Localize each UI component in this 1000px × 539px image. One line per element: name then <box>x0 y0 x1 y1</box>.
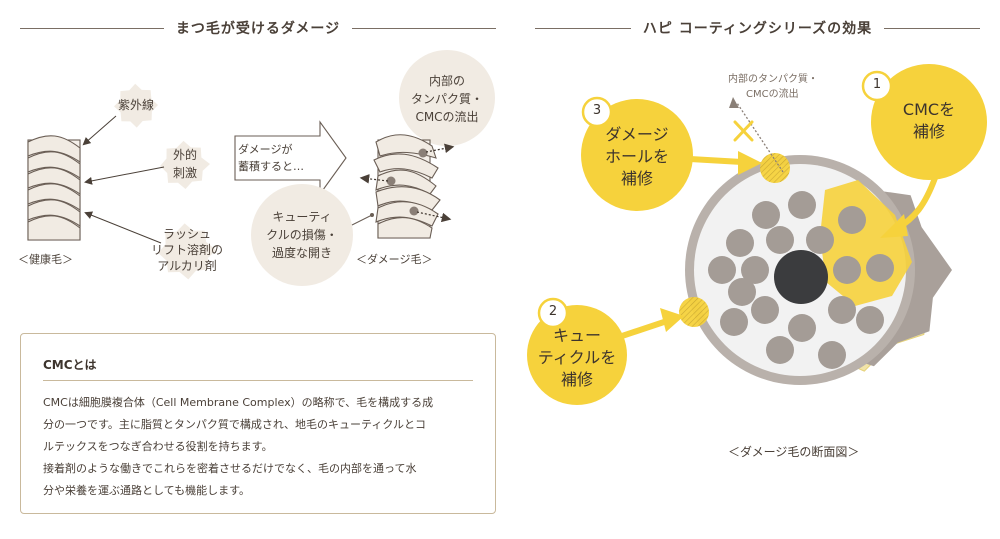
healthy-hair <box>27 135 81 241</box>
uv-label: 紫外線 <box>117 98 154 112</box>
cmc-info-body: CMCは細胞膜複合体（Cell Membrane Complex）の略称で、毛を… <box>43 392 479 502</box>
left-section-title: まつ毛が受けるダメージ <box>175 21 341 37</box>
header-rule-left <box>20 27 164 29</box>
header-rule-right <box>352 27 496 29</box>
damaged-hair-label: ＜ダメージ毛＞ <box>356 253 433 266</box>
number-badge-1 <box>861 70 893 102</box>
uv-bubble <box>114 83 158 128</box>
bubble-2-pointer-head <box>660 308 684 332</box>
bubble-2-pointer <box>621 319 665 339</box>
cuticle-repaired-spot <box>679 297 709 327</box>
leak-dot <box>386 176 396 186</box>
effect-bubble-3 <box>581 99 693 211</box>
leak-dot <box>418 148 428 158</box>
damaged-hair <box>373 134 441 239</box>
cmc-info-box: CMCとは CMCは細胞膜複合体（Cell Membrane Complex）の… <box>20 333 496 514</box>
right-section-header: ハピ コーティングシリーズの効果 <box>535 18 980 38</box>
badge-1-number: 1 <box>872 77 882 92</box>
right-section-title: ハピ コーティングシリーズの効果 <box>642 21 873 37</box>
number-badge-2 <box>537 297 569 329</box>
bubble-3-pointer-head <box>738 151 762 175</box>
damage-hole-repaired <box>760 153 790 183</box>
badge-3-number: 3 <box>592 103 602 118</box>
cuticle-pointer <box>351 214 373 226</box>
outflow-arrow-head <box>729 97 739 108</box>
bubble-3-pointer <box>689 156 743 165</box>
medulla-core <box>774 250 828 304</box>
damage-diagram <box>27 50 495 286</box>
alkali-arrow <box>84 211 162 244</box>
cuticle-damage-bubble <box>251 184 353 286</box>
bubble-1-pointer-head <box>880 214 908 238</box>
effect-2-text: キュー ティクルを 補修 <box>537 326 617 389</box>
leak-arrow <box>416 211 452 223</box>
number-badge-3 <box>581 96 613 128</box>
leak-arrow <box>425 143 455 154</box>
cmc-info-line: 分や栄養を運ぶ通路としても機能します。 <box>43 484 251 497</box>
outflow-note: 内部のタンパク質・ CMCの流出 <box>728 74 818 100</box>
uv-arrow <box>82 115 117 146</box>
cmc-info-divider <box>43 380 473 381</box>
external-arrow <box>84 166 165 185</box>
effect-3-text: ダメージ ホールを 補修 <box>604 125 669 188</box>
badge-2-number: 2 <box>548 304 558 319</box>
header-rule-left <box>535 27 631 29</box>
cmc-info-line: 分の一つです。主に脂質とタンパク質で構成され、地毛のキューティクルとコ <box>43 418 427 431</box>
cuticle-damage-label: キューティ クルの損傷・ 過度な開き <box>266 210 338 260</box>
cmc-info-line: ルテックスをつなぎ合わせる役割を持ちます。 <box>43 440 273 453</box>
cross-section-diagram <box>527 64 987 405</box>
header-rule-right <box>884 27 980 29</box>
effect-1-text: CMCを 補修 <box>902 100 956 141</box>
cortex-cells <box>708 191 894 369</box>
leak-arrow <box>359 174 389 184</box>
effect-bubble-2 <box>527 305 627 405</box>
left-section-header: まつ毛が受けるダメージ <box>20 18 496 38</box>
external-stimulus-bubble <box>160 140 210 189</box>
cuticle-pointer-dot <box>370 213 374 217</box>
alkali-agent-bubble <box>158 223 216 280</box>
healthy-hair-label: ＜健康毛＞ <box>18 253 73 266</box>
blocked-mark <box>733 120 754 142</box>
internal-loss-bubble <box>399 50 495 146</box>
outflow-line <box>736 102 784 173</box>
internal-loss-label: 内部の タンパク質・ CMCの流出 <box>410 74 483 124</box>
external-stimulus-label: 外的 刺激 <box>172 148 197 180</box>
alkali-agent-label: ラッシュ リフト溶剤の アルカリ剤 <box>150 227 223 273</box>
accumulate-arrow <box>234 120 347 196</box>
cross-section-caption: ＜ダメージ毛の断面図＞ <box>728 445 860 459</box>
cmc-info-line: 接着剤のような働きでこれらを密着させるだけでなく、毛の内部を通って水 <box>43 462 417 475</box>
accumulate-label: ダメージが 蓄積すると… <box>238 143 304 173</box>
leak-dot <box>409 206 419 216</box>
cmc-info-title: CMCとは <box>43 358 97 372</box>
cmc-info-line: CMCは細胞膜複合体（Cell Membrane Complex）の略称で、毛を… <box>43 396 434 409</box>
effect-bubble-1 <box>871 64 987 180</box>
